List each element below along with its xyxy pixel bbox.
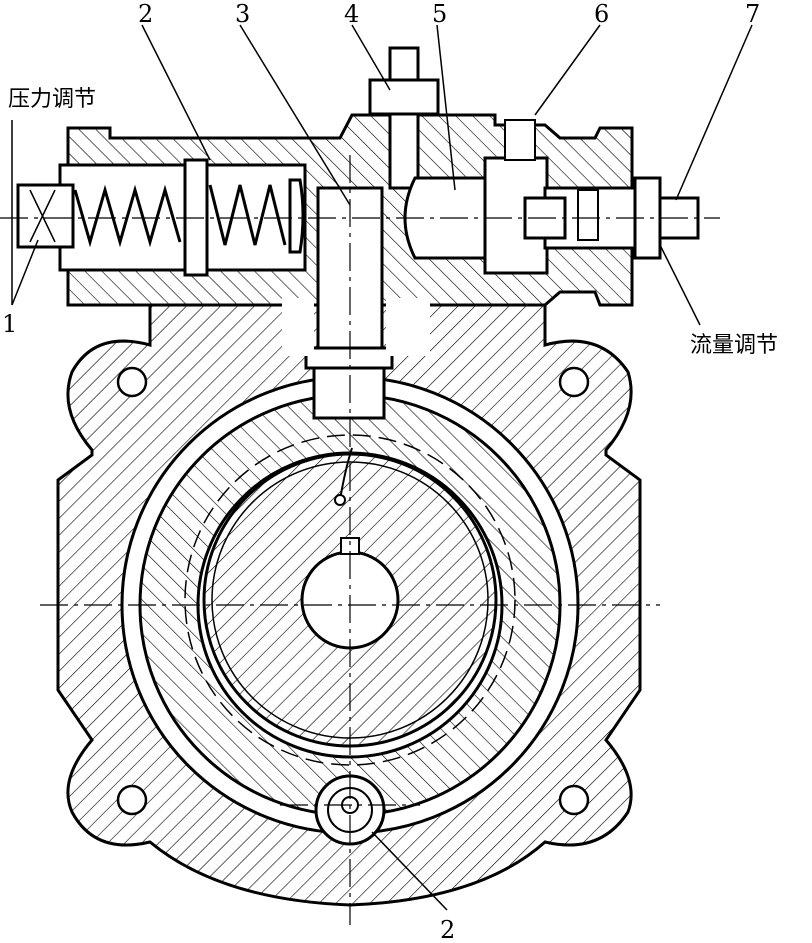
label-1: 1 [2,310,17,338]
label-6: 6 [594,0,609,28]
label-2-bottom: 2 [440,916,455,943]
label-2-top: 2 [138,0,153,28]
label-4: 4 [344,0,359,28]
label-7: 7 [745,0,760,28]
label-3: 3 [235,0,250,28]
leader-lines [11,24,753,911]
label-5: 5 [432,0,447,28]
label-flow-adjust: 流量调节 [690,333,778,358]
labels: 1 2 3 4 5 6 7 2 压力调节 流量调节 [2,0,778,943]
label-pressure-adjust: 压力调节 [8,87,96,112]
center-lines [0,155,720,925]
